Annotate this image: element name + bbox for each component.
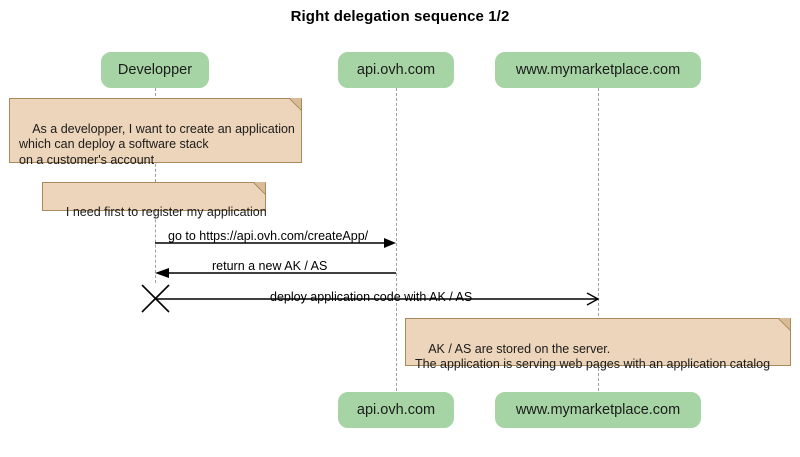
- page-title: Right delegation sequence 1/2: [290, 8, 510, 25]
- note-fold-icon: [254, 182, 266, 194]
- participant-label: Developper: [117, 62, 193, 78]
- participant-label: www.mymarketplace.com: [515, 62, 681, 78]
- message-label-create-app: go to https://api.ovh.com/createApp/: [168, 229, 369, 243]
- note-requirement: As a developper, I want to create an app…: [9, 98, 302, 167]
- note-fold-icon: [779, 318, 791, 330]
- note-storage: AK / AS are stored on the server. The ap…: [405, 318, 791, 371]
- participant-marketplace[interactable]: www.mymarketplace.com: [495, 52, 701, 88]
- note-text: I need first to register my application: [65, 204, 267, 219]
- participant-label: api.ovh.com: [356, 402, 436, 418]
- message-arrow-return-keys: [155, 268, 396, 278]
- note-register: I need first to register my application: [42, 182, 267, 219]
- message-arrow-deploy: [155, 292, 600, 306]
- participant-label: api.ovh.com: [356, 62, 436, 78]
- participant-footer-api[interactable]: api.ovh.com: [338, 392, 454, 428]
- note-text: AK / AS are stored on the server. The ap…: [415, 341, 771, 372]
- participant-footer-marketplace[interactable]: www.mymarketplace.com: [495, 392, 701, 428]
- message-label-deploy: deploy application code with AK / AS: [270, 290, 473, 304]
- message-arrow-create-app: [155, 238, 396, 248]
- note-text: As a developper, I want to create an app…: [19, 121, 295, 167]
- participant-api[interactable]: api.ovh.com: [338, 52, 454, 88]
- lifeline-api: [396, 88, 397, 391]
- message-label-return-keys: return a new AK / AS: [212, 259, 328, 273]
- note-fold-icon: [290, 98, 302, 110]
- lifeline-marketplace: [598, 88, 599, 391]
- participant-label: www.mymarketplace.com: [515, 402, 681, 418]
- participant-developper[interactable]: Developper: [101, 52, 209, 88]
